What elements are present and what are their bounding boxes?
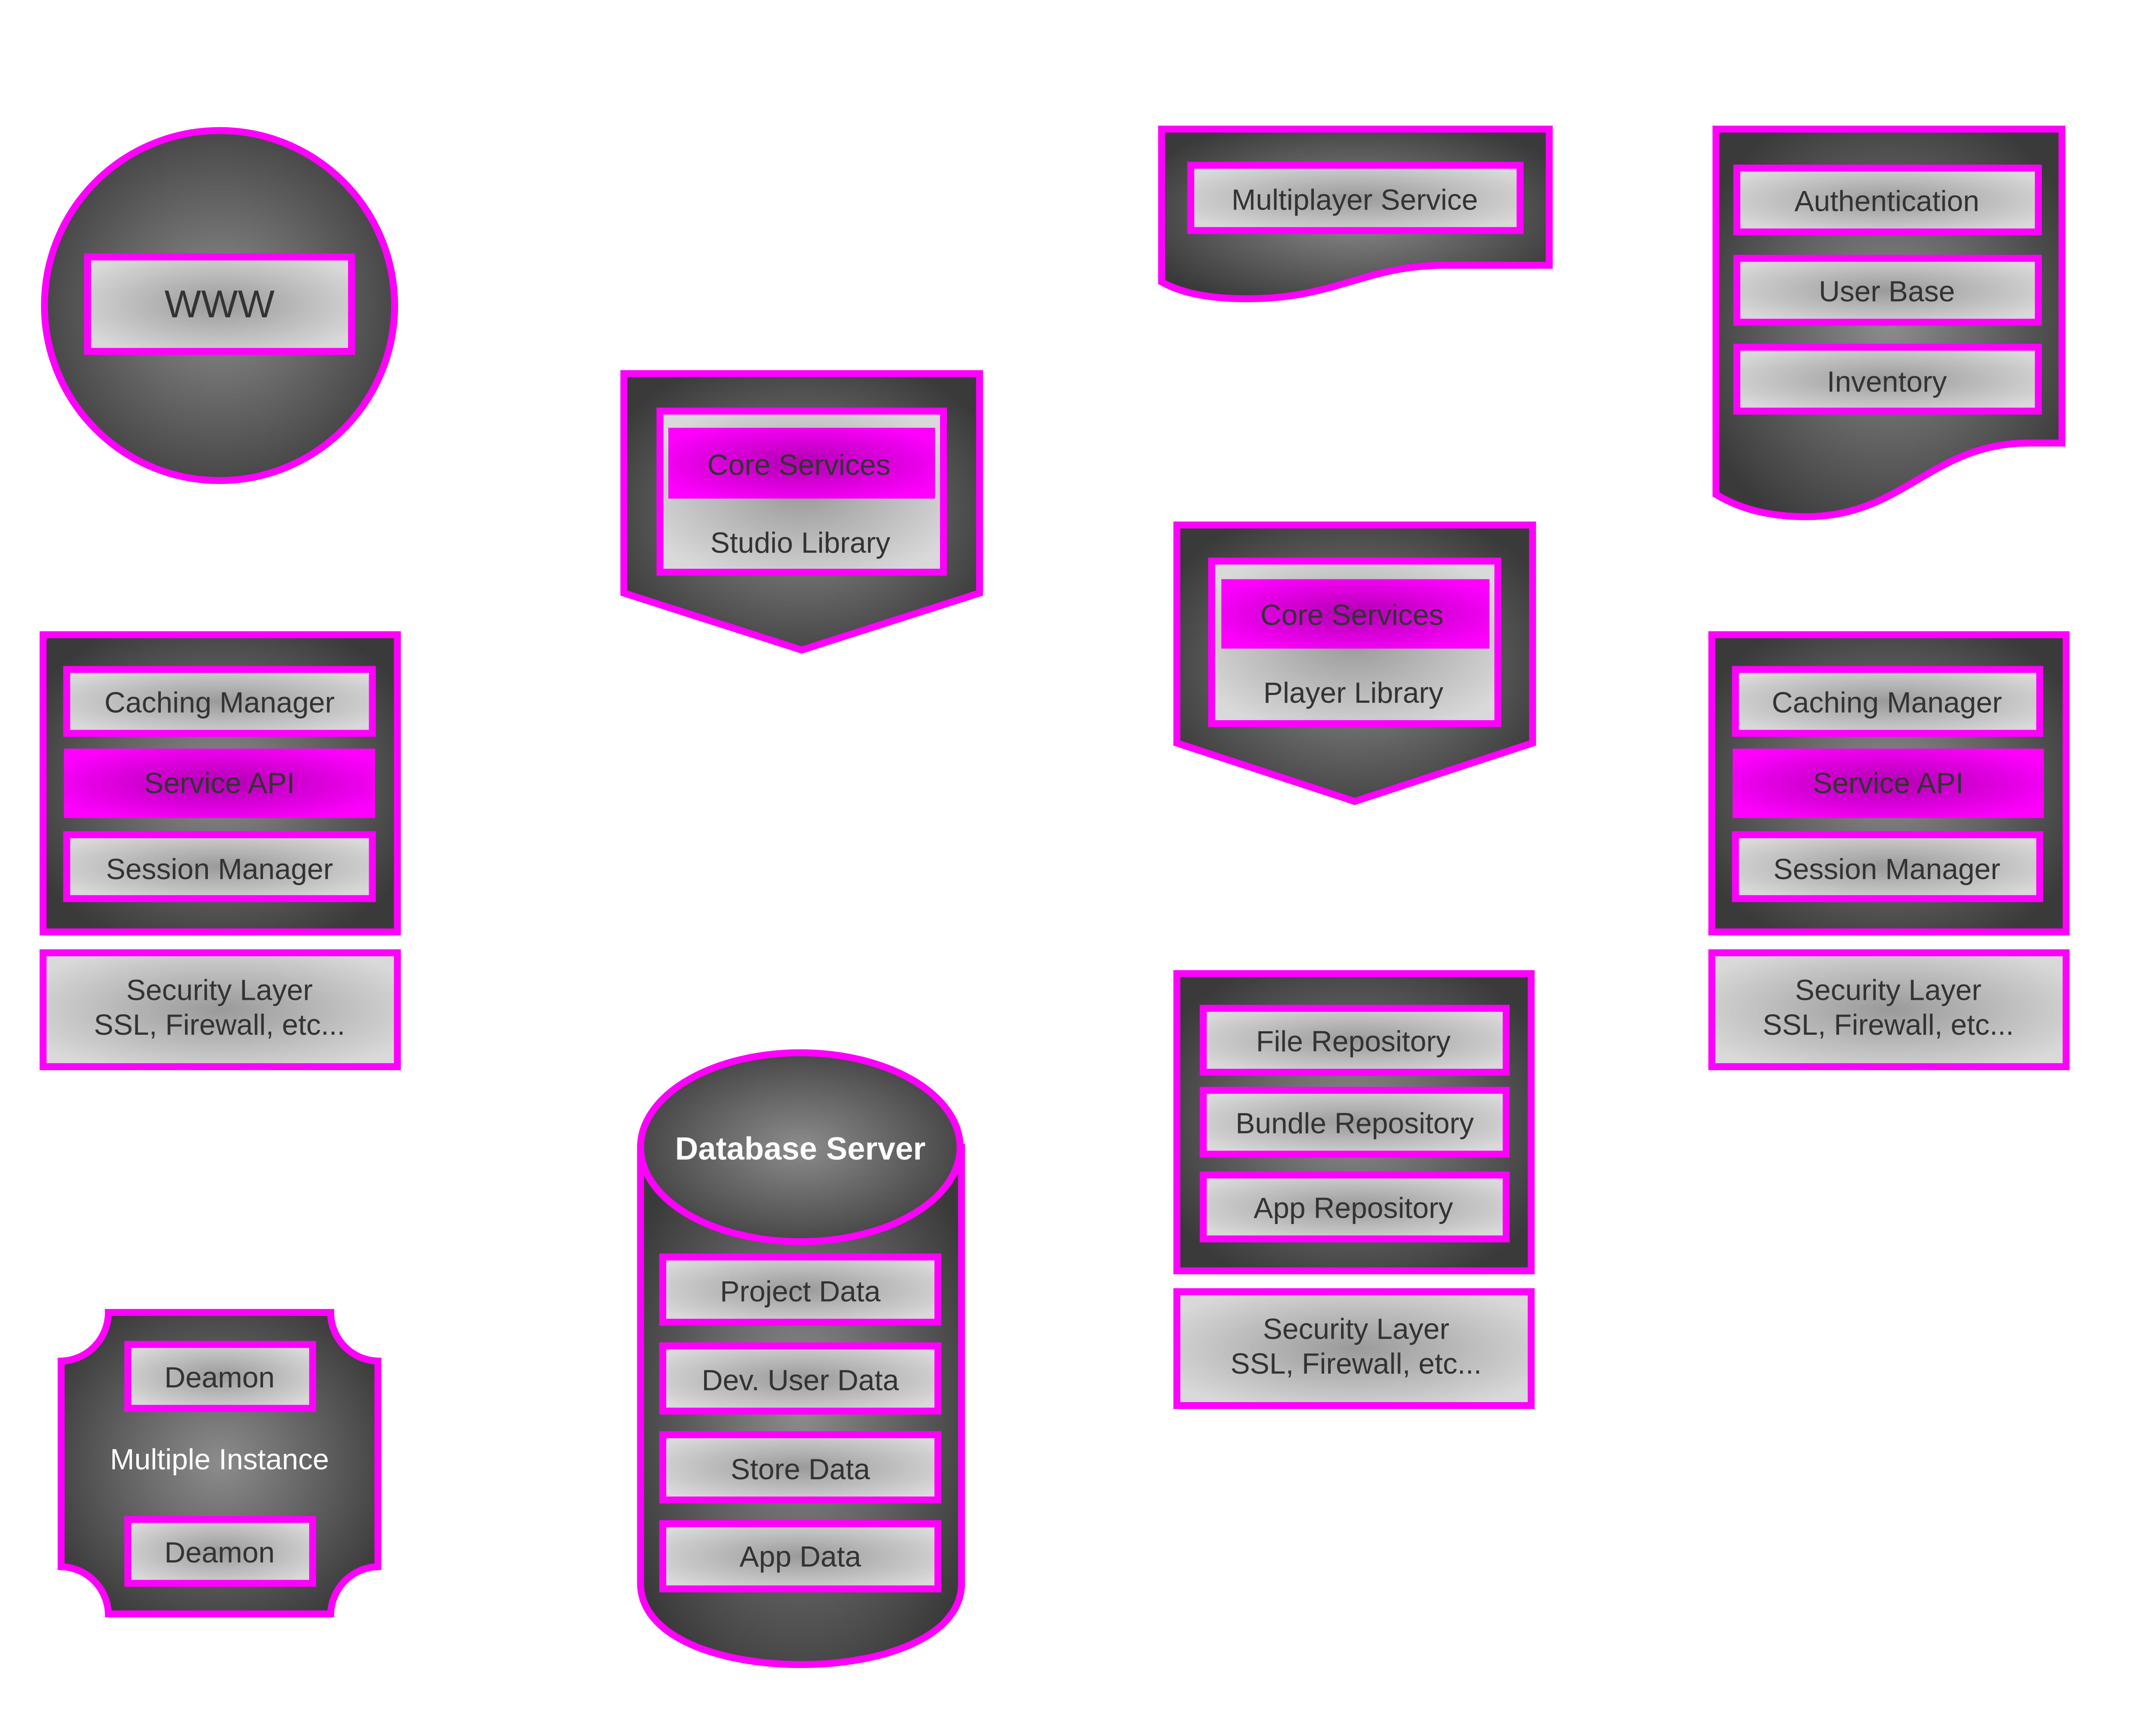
left-session-manager-label: Session Manager (106, 853, 333, 886)
app-data-label: App Data (740, 1541, 861, 1573)
store-data-label: Store Data (730, 1453, 870, 1486)
player-library-label: Player Library (1263, 677, 1444, 709)
player-core-services-label: Core Services (1260, 599, 1444, 632)
www-node: WWW (41, 127, 398, 484)
left-caching-manager-label: Caching Manager (104, 687, 335, 719)
multiple-instance-label: Multiple Instance (110, 1443, 329, 1476)
daemon-bottom-label: Deamon (164, 1537, 275, 1569)
app-repository-label: App Repository (1253, 1192, 1453, 1224)
www-label: WWW (164, 282, 274, 326)
daemons-node: Deamon Multiple Instance Deamon (57, 1309, 382, 1618)
security-layer-right: Security Layer SSL, Firewall, etc... (1708, 949, 2070, 1071)
left-security-line2: SSL, Firewall, etc... (94, 1009, 345, 1041)
user-base-label: User Base (1819, 275, 1955, 308)
bundle-repository-label: Bundle Repository (1235, 1108, 1474, 1140)
studio-core-services-label: Core Services (707, 449, 890, 482)
daemon-top-label: Deamon (164, 1362, 275, 1394)
right-security-line1: Security Layer (1795, 974, 1981, 1006)
studio-library-label: Studio Library (710, 527, 890, 559)
right-security-line2: SSL, Firewall, etc... (1763, 1009, 2014, 1041)
repo-security-line1: Security Layer (1263, 1313, 1449, 1345)
inventory-label: Inventory (1827, 366, 1947, 398)
right-service-api-label: Service API (1813, 767, 1964, 799)
right-caching-manager-label: Caching Manager (1772, 687, 2002, 719)
left-security-line1: Security Layer (126, 974, 313, 1006)
security-layer-repositories: Security Layer SSL, Firewall, etc... (1173, 1288, 1535, 1409)
database-server-title: Database Server (675, 1131, 926, 1167)
studio-library-node: Core Services Studio Library (620, 370, 983, 654)
user-services-node: Authentication User Base Inventory (1712, 125, 2065, 520)
file-repository-label: File Repository (1256, 1026, 1451, 1058)
repositories-node: File Repository Bundle Repository App Re… (1173, 970, 1535, 1274)
left-service-api-label: Service API (144, 767, 295, 799)
right-session-manager-label: Session Manager (1774, 853, 2000, 886)
player-library-node: Core Services Player Library (1173, 521, 1536, 805)
database-server-node: Database Server Project Data Dev. User D… (637, 1049, 965, 1668)
multiplayer-service-label: Multiplayer Service (1232, 184, 1478, 216)
multiplayer-service-node: Multiplayer Service (1158, 125, 1553, 303)
project-data-label: Project Data (720, 1275, 881, 1308)
web-server-right-node: Caching Manager Service API Session Mana… (1708, 631, 2070, 936)
repo-security-line2: SSL, Firewall, etc... (1231, 1348, 1482, 1380)
web-server-left-node: Caching Manager Service API Session Mana… (39, 631, 401, 936)
dev-user-data-label: Dev. User Data (702, 1365, 899, 1397)
security-layer-left: Security Layer SSL, Firewall, etc... (39, 949, 401, 1071)
authentication-label: Authentication (1794, 185, 1979, 218)
